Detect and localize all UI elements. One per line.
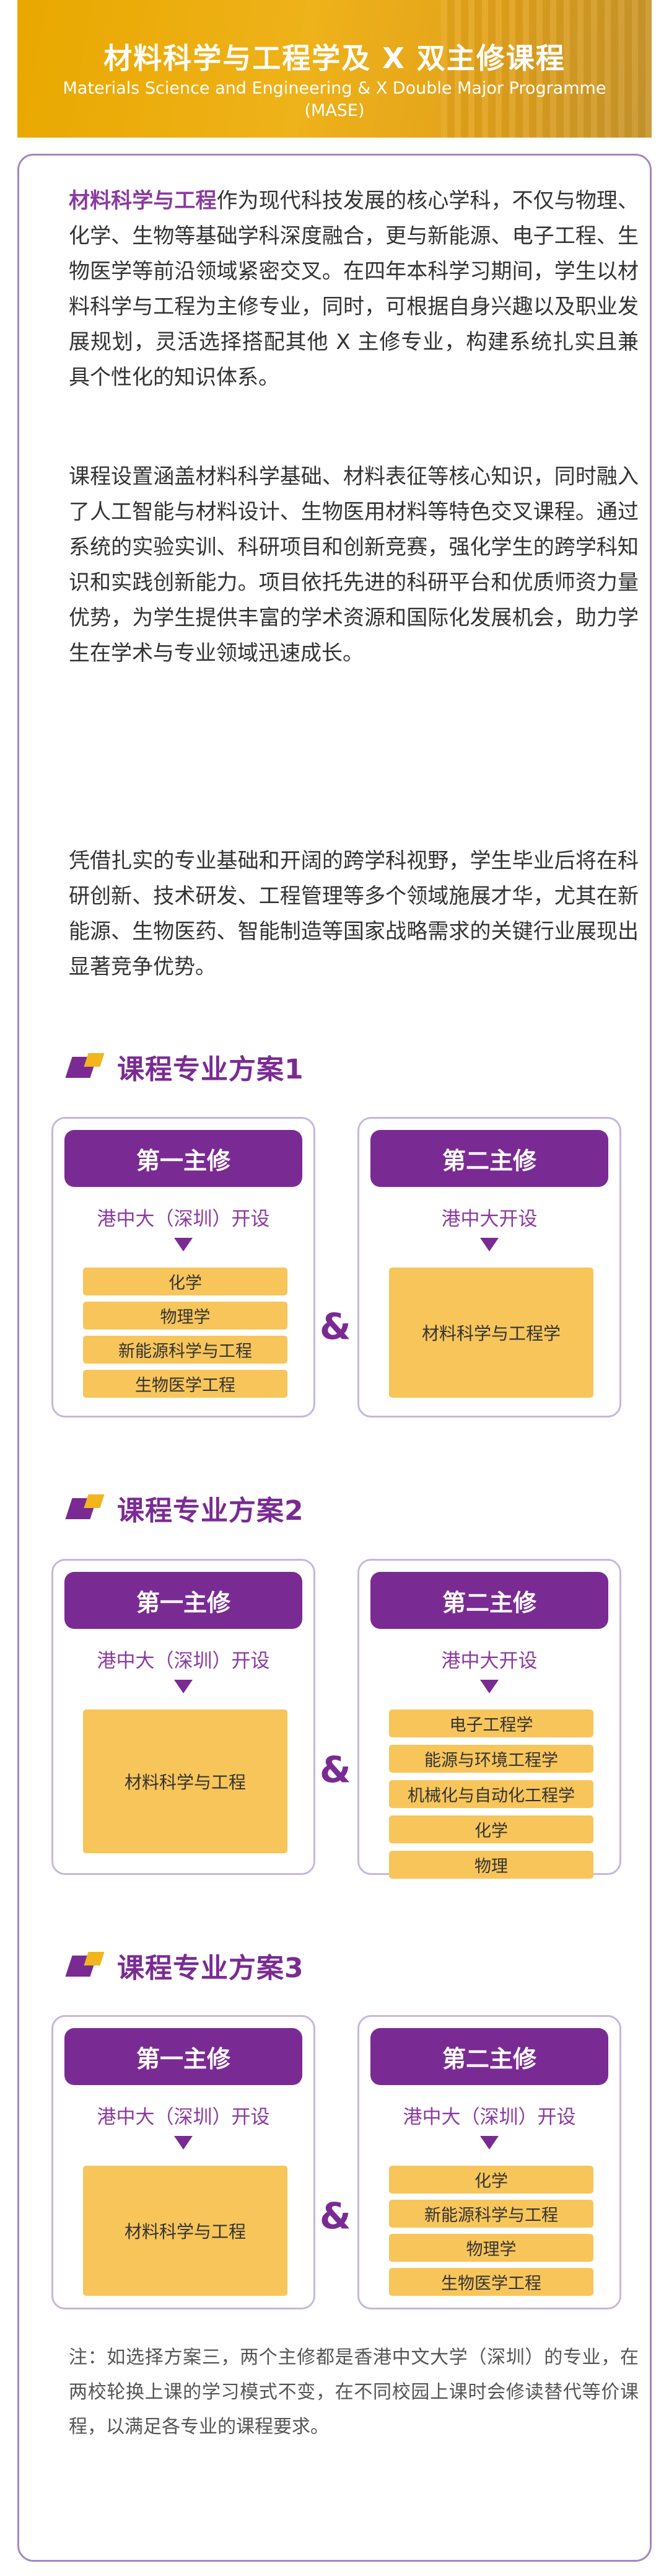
plan-3-second-major-item: 新能源科学与工程 xyxy=(389,2200,593,2228)
content-card: 材料科学与工程作为现代科技发展的核心学科，不仅与物理、化学、生物等基础学科深度融… xyxy=(17,154,652,2562)
plan-1-second-major-panel: 第二主修 港中大开设 材料科学与工程学 xyxy=(357,1117,621,1418)
plan-2-second-major-item: 能源与环境工程学 xyxy=(389,1745,593,1773)
subtitle-line-2: (MASE) xyxy=(304,101,365,120)
plan-2-first-major-item: 材料科学与工程 xyxy=(83,1709,287,1853)
arrow-down-icon xyxy=(174,1238,193,1251)
arrow-down-icon xyxy=(480,1238,499,1251)
plan-3-second-major-item: 物理学 xyxy=(389,2234,593,2262)
plan-1-first-major-panel: 第一主修 港中大（深圳）开设 化学 物理学 新能源科学与工程 生物医学工程 xyxy=(51,1117,315,1418)
plan-1-title: 课程专业方案1 xyxy=(117,1054,304,1085)
arrow-down-icon xyxy=(480,1680,499,1693)
section-marker-icon xyxy=(65,1952,106,1979)
plan-3-first-major-item: 材料科学与工程 xyxy=(83,2166,287,2296)
plan-1-first-major-item: 物理学 xyxy=(83,1302,287,1330)
intro-highlight: 材料科学与工程 xyxy=(69,188,217,213)
plan-3-first-major-label: 第一主修 xyxy=(64,2028,302,2085)
plan-2-first-major-panel: 第一主修 港中大（深圳）开设 材料科学与工程 xyxy=(51,1559,315,1875)
section-marker-icon xyxy=(65,1053,106,1080)
subtitle-line-1: Materials Science and Engineering & X Do… xyxy=(63,79,606,98)
plan-3-ampersand: & xyxy=(320,2195,351,2237)
intro-paragraph-2: 课程设置涵盖材料科学基础、材料表征等核心知识，同时融入了人工智能与材料设计、生物… xyxy=(69,464,639,666)
plan-1-first-major-item: 化学 xyxy=(83,1268,287,1295)
plan-3-second-major-label: 第二主修 xyxy=(370,2028,608,2085)
arrow-down-icon xyxy=(480,2136,499,2150)
page-subtitle: Materials Science and Engineering & X Do… xyxy=(17,77,652,122)
page-title: 材料科学与工程学及 X 双主修课程 xyxy=(103,42,566,75)
plan-2-second-major-item: 物理 xyxy=(389,1851,593,1879)
plan-3-first-major-panel: 第一主修 港中大（深圳）开设 材料科学与工程 xyxy=(51,2015,315,2309)
plan-3-second-major-item: 化学 xyxy=(389,2166,593,2194)
intro-paragraph-1: 材料科学与工程作为现代科技发展的核心学科，不仅与物理、化学、生物等基础学科深度融… xyxy=(69,183,639,395)
plan-2-ampersand: & xyxy=(320,1749,351,1791)
plan-2-first-major-label: 第一主修 xyxy=(64,1572,302,1629)
plan-2-second-major-panel: 第二主修 港中大开设 电子工程学 能源与环境工程学 机械化与自动化工程学 化学 … xyxy=(357,1559,621,1879)
header-banner: 材料科学与工程学及 X 双主修课程 Materials Science and … xyxy=(17,0,652,138)
intro-paragraph-1-text: 作为现代科技发展的核心学科，不仅与物理、化学、生物等基础学科深度融合，更与新能源… xyxy=(69,188,639,390)
arrow-down-icon xyxy=(174,2136,193,2150)
arrow-down-icon xyxy=(174,1680,193,1693)
section-marker-icon xyxy=(65,1494,106,1522)
footnote: 注：如选择方案三，两个主修都是香港中文大学（深圳）的专业，在两校轮换上课的学习模… xyxy=(69,2347,639,2438)
plan-2-title: 课程专业方案2 xyxy=(117,1495,304,1527)
plan-2-heading: 课程专业方案2 xyxy=(65,1489,304,1527)
plan-1-second-major-org: 港中大开设 xyxy=(441,1208,538,1230)
plan-1-first-major-label: 第一主修 xyxy=(64,1130,302,1187)
plan-2-second-major-item: 机械化与自动化工程学 xyxy=(389,1780,593,1808)
plan-2-second-major-label: 第二主修 xyxy=(370,1572,608,1629)
plan-3-second-major-panel: 第二主修 港中大（深圳）开设 化学 新能源科学与工程 物理学 生物医学工程 xyxy=(357,2015,621,2309)
plan-1-ampersand: & xyxy=(320,1305,351,1348)
plan-1-heading: 课程专业方案1 xyxy=(65,1048,304,1085)
plan-1-second-major-label: 第二主修 xyxy=(370,1130,608,1187)
plan-2-second-major-item: 电子工程学 xyxy=(389,1709,593,1737)
plan-3-title: 课程专业方案3 xyxy=(117,1952,304,1984)
plan-3-second-major-org: 港中大（深圳）开设 xyxy=(403,2106,576,2128)
plan-2-first-major-org: 港中大（深圳）开设 xyxy=(97,1650,270,1672)
plan-3-heading: 课程专业方案3 xyxy=(65,1947,304,1984)
plan-3-second-major-item: 生物医学工程 xyxy=(389,2268,593,2296)
plan-3-first-major-org: 港中大（深圳）开设 xyxy=(97,2106,270,2128)
plan-1-first-major-org: 港中大（深圳）开设 xyxy=(97,1208,270,1230)
intro-paragraph-3: 凭借扎实的专业基础和开阔的跨学科视野，学生毕业后将在科研创新、技术研发、工程管理… xyxy=(69,849,639,979)
plan-1-second-major-item: 材料科学与工程学 xyxy=(389,1268,593,1398)
plan-1-first-major-item: 新能源科学与工程 xyxy=(83,1336,287,1364)
plan-2-second-major-org: 港中大开设 xyxy=(441,1650,538,1672)
plan-1-first-major-item: 生物医学工程 xyxy=(83,1370,287,1398)
plan-2-second-major-item: 化学 xyxy=(389,1815,593,1843)
